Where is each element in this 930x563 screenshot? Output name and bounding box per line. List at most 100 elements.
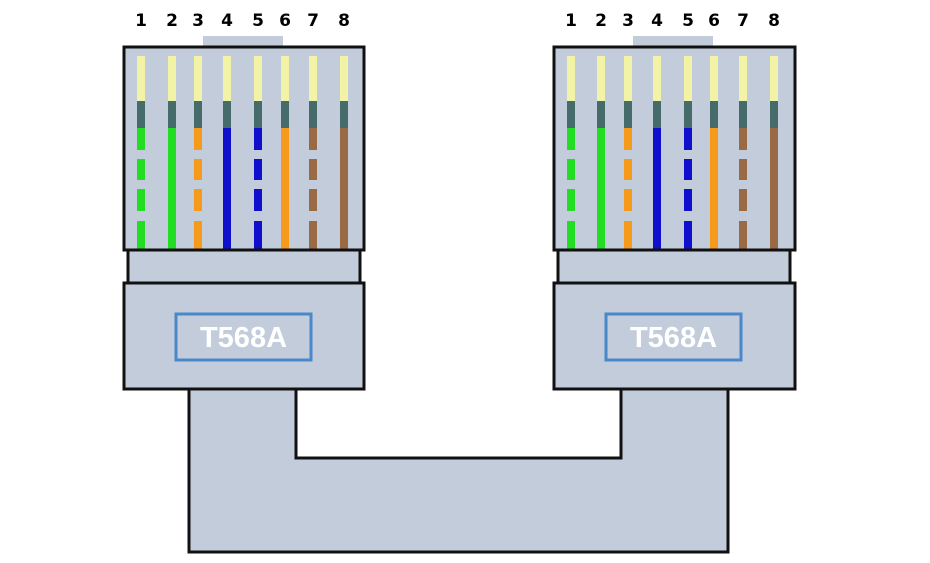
- pin-contact-base: [281, 101, 289, 128]
- green-white-wire-left: [137, 56, 145, 249]
- pin-contact: [710, 56, 718, 101]
- pin-contact-base: [194, 101, 202, 128]
- blue-wire-left: [223, 56, 231, 249]
- connector-neck: [556, 248, 792, 285]
- pin-number: 7: [307, 11, 319, 31]
- pin-contact: [340, 56, 348, 101]
- brown-wire-left: [340, 56, 348, 249]
- wire-stripe: [739, 189, 747, 211]
- wire-solid: [770, 128, 778, 249]
- orange-wire-right: [710, 56, 718, 249]
- pin-number: 4: [221, 11, 233, 31]
- pin-contact: [223, 56, 231, 101]
- orange-white-wire-left: [194, 56, 202, 249]
- pin-contact-base: [770, 101, 778, 128]
- wire-stripe: [254, 189, 262, 211]
- pin-number: 5: [682, 11, 694, 31]
- brown-white-wire-right: [739, 56, 747, 249]
- pin-contact-base: [168, 101, 176, 128]
- wire-stripe: [137, 159, 145, 180]
- wire-stripe: [137, 189, 145, 211]
- wire-solid: [653, 128, 661, 249]
- wire-stripe: [309, 189, 317, 211]
- pin-number: 6: [708, 11, 720, 31]
- brown-wire-right: [770, 56, 778, 249]
- pin-number: 8: [338, 11, 350, 31]
- wire-stripe: [309, 159, 317, 180]
- pin-contact: [168, 56, 176, 101]
- wire-stripe: [194, 221, 202, 249]
- wire-solid: [168, 128, 176, 249]
- wire-stripe: [624, 159, 632, 180]
- wire-solid: [340, 128, 348, 249]
- brown-white-wire-left: [309, 56, 317, 249]
- wire-stripe: [194, 159, 202, 180]
- wire-stripe: [684, 221, 692, 249]
- connector-neck: [126, 248, 362, 285]
- pin-contact: [739, 56, 747, 101]
- green-white-wire-right: [567, 56, 575, 249]
- connector-head: [122, 45, 366, 252]
- wire-stripe: [684, 189, 692, 211]
- pin-contact: [309, 56, 317, 101]
- wire-stripe: [254, 159, 262, 180]
- wire-stripe: [624, 221, 632, 249]
- pin-number: 3: [622, 11, 634, 31]
- wire-stripe: [624, 189, 632, 211]
- orange-wire-left: [281, 56, 289, 249]
- pin-contact-base: [684, 101, 692, 128]
- standard-label-box: [604, 312, 743, 362]
- wire-stripe: [254, 221, 262, 249]
- wire-stripe: [684, 159, 692, 180]
- standard-label: T568A: [200, 322, 287, 354]
- pin-contact-base: [653, 101, 661, 128]
- pin-contact-base: [340, 101, 348, 128]
- latch-tab: [633, 36, 713, 47]
- wire-stripe: [684, 128, 692, 150]
- wire-stripe: [309, 221, 317, 249]
- pin-contact-base: [597, 101, 605, 128]
- wire-stripe: [739, 159, 747, 180]
- connector-head: [552, 45, 797, 252]
- wire-stripe: [567, 128, 575, 150]
- pin-number: 2: [166, 11, 178, 31]
- pin-contact: [597, 56, 605, 101]
- wire-stripe: [309, 128, 317, 150]
- pin-number: 4: [651, 11, 663, 31]
- orange-white-wire-right: [624, 56, 632, 249]
- wire-stripe: [137, 128, 145, 150]
- wire-stripe: [194, 128, 202, 150]
- wire-solid: [281, 128, 289, 249]
- pin-contact-base: [710, 101, 718, 128]
- wire-stripe: [137, 221, 145, 249]
- pin-number: 5: [252, 11, 264, 31]
- wire-solid: [710, 128, 718, 249]
- wire-solid: [597, 128, 605, 249]
- pin-contact-base: [309, 101, 317, 128]
- pin-contact-base: [739, 101, 747, 128]
- wire-stripe: [194, 189, 202, 211]
- pin-contact: [194, 56, 202, 101]
- blue-white-wire-right: [684, 56, 692, 249]
- pin-number: 8: [768, 11, 780, 31]
- pin-number: 1: [135, 11, 147, 31]
- pin-contact-base: [137, 101, 145, 128]
- pin-contact: [624, 56, 632, 101]
- cable: [187, 387, 730, 554]
- pin-contact-base: [624, 101, 632, 128]
- pin-number: 3: [192, 11, 204, 31]
- wire-stripe: [567, 189, 575, 211]
- pin-contact: [684, 56, 692, 101]
- pin-number: 7: [737, 11, 749, 31]
- blue-wire-right: [653, 56, 661, 249]
- standard-label-box: [174, 312, 313, 362]
- wire-stripe: [739, 128, 747, 150]
- green-wire-right: [597, 56, 605, 249]
- latch-tab: [203, 36, 283, 47]
- wire-stripe: [739, 221, 747, 249]
- pin-contact-base: [254, 101, 262, 128]
- standard-label: T568A: [630, 322, 717, 354]
